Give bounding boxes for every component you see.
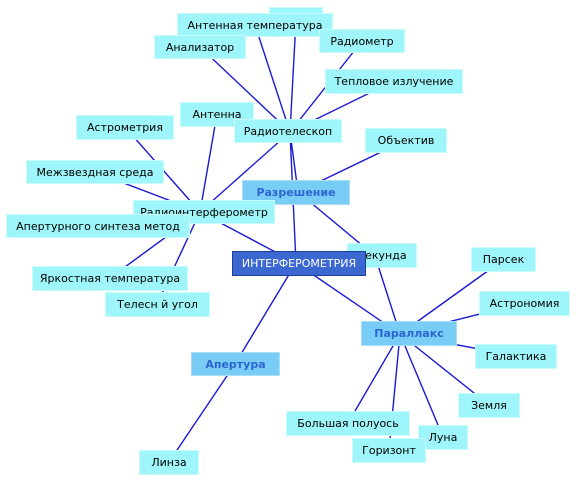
node-gorizont[interactable]: Горизонт xyxy=(352,438,426,463)
node-mezhzvezdnaya-sreda[interactable]: Межзвездная среда xyxy=(26,160,164,184)
node-aperturnogo-sinteza[interactable]: Апертурного синтеза метод xyxy=(6,214,190,238)
node-bolshaya-poluos[interactable]: Большая полуось xyxy=(286,411,410,436)
node-zemlya[interactable]: Земля xyxy=(458,393,520,418)
node-yarkostnaya-temperatura[interactable]: Яркостная температура xyxy=(32,266,188,291)
node-analizator[interactable]: Анализатор xyxy=(154,35,246,59)
node-antennaya-temperatura[interactable]: Антенная температура xyxy=(177,13,333,37)
edge-from-parallax-27 xyxy=(399,333,444,438)
edge-from-apertura-29 xyxy=(168,363,236,463)
edge-from-parallax-26 xyxy=(347,333,401,424)
node-teplovoe-izluchenie[interactable]: Тепловое излучение xyxy=(325,69,463,94)
node-parsek[interactable]: Парсек xyxy=(471,247,536,272)
node-radiometr[interactable]: Радиометр xyxy=(319,29,405,53)
node-telesnyi-ugol[interactable]: Телесн й угол xyxy=(105,292,210,317)
node-apertura[interactable]: Апертура xyxy=(191,352,280,376)
node-obektiv[interactable]: Объектив xyxy=(365,128,447,153)
edge-from-radiointerferometr-14 xyxy=(199,113,218,213)
edge-from-radioteleskop-5 xyxy=(289,19,297,133)
node-interferometriya[interactable]: ИНТЕРФЕРОМЕТРИЯ xyxy=(232,251,366,276)
node-astrometriya[interactable]: Астрометрия xyxy=(76,115,174,140)
node-radioteleskop[interactable]: Радиотелескоп xyxy=(234,119,342,143)
node-luna[interactable]: Луна xyxy=(418,425,468,450)
node-parallaks[interactable]: Параллакс xyxy=(361,321,457,346)
node-linza[interactable]: Линза xyxy=(139,450,199,475)
node-galaktika[interactable]: Галактика xyxy=(475,344,557,369)
edge-from-radiointerferometr-12 xyxy=(199,131,291,213)
edge-from-center-4 xyxy=(234,262,297,365)
node-razreshenie[interactable]: Разрешение xyxy=(242,180,350,205)
node-astronomiya[interactable]: Астрономия xyxy=(479,291,570,316)
edge-from-radioteleskop-6 xyxy=(254,24,291,133)
edge-from-radioteleskop-8 xyxy=(199,46,291,133)
